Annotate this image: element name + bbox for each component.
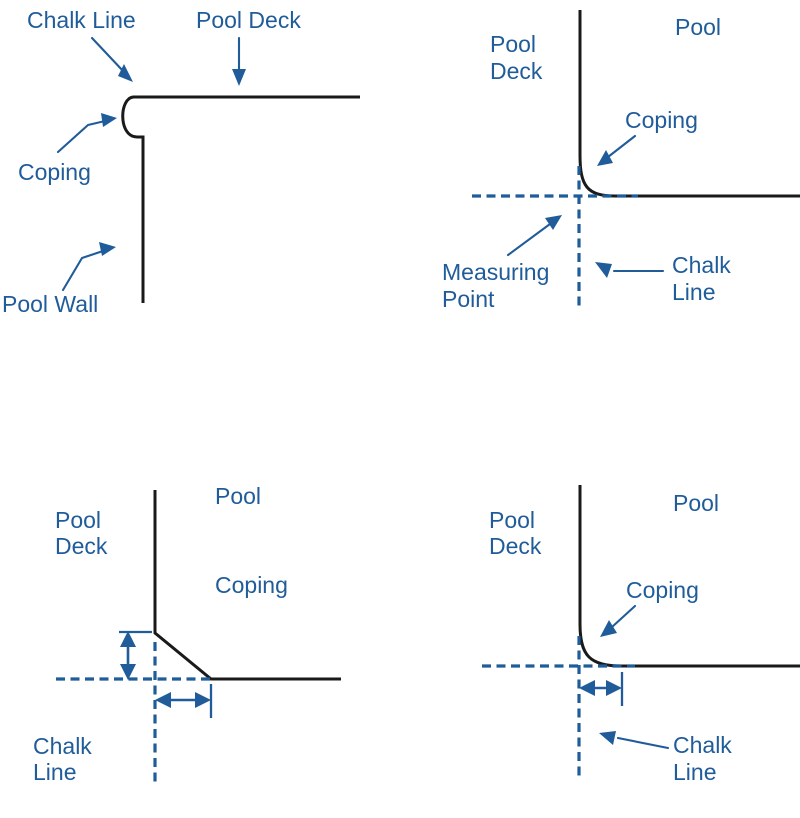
label-pool-deck-line1: Pool	[489, 507, 535, 533]
label-chalk-line-line1: Chalk	[33, 733, 92, 759]
label-pool-static: Pool	[215, 483, 261, 509]
label-pool-deck-line1: Pool	[490, 31, 536, 57]
label-measuring-point-line2: Point	[442, 286, 495, 312]
label-pool-deck: Pool Deck	[196, 7, 301, 33]
label-pool: Pool	[675, 14, 721, 40]
dimension-horizontal-offset	[579, 672, 624, 706]
label-pool-deck-line2: Deck	[489, 533, 542, 559]
panel-radius-measuring-point: Pool Deck Pool Coping Measuring Point Ch…	[442, 10, 800, 312]
label-chalk-line: Chalk Line	[27, 7, 136, 33]
panel-radius-offset: Pool Deck Pool Coping Chalk Line	[482, 485, 800, 785]
label-pool-deck-line1: Pool	[55, 507, 101, 533]
label-pool-deck-line2: Deck	[55, 533, 108, 559]
coping-leader	[56, 113, 117, 154]
coping-leader	[597, 134, 637, 166]
label-chalk-line-line2: Line	[673, 759, 716, 785]
label-pool-wall: Pool Wall	[2, 291, 98, 317]
label-chalk-line-line2: Line	[33, 759, 76, 785]
chalk-line-leader	[599, 731, 670, 750]
pool-wall-leader	[61, 242, 116, 292]
deck-and-coping-outline	[121, 95, 360, 303]
dimension-vertical-drop	[119, 630, 152, 680]
dimension-horizontal-offset	[155, 684, 213, 718]
measuring-point-leader	[506, 215, 562, 257]
label-coping: Coping	[215, 572, 288, 598]
chalk-line-leader	[595, 262, 665, 278]
pool-deck-leader	[232, 36, 246, 86]
label-pool-deck-line2: Deck	[490, 58, 543, 84]
label-chalk-line-line1: Chalk	[672, 252, 731, 278]
coping-leader	[600, 604, 637, 637]
panel-bullnose-profile: Chalk Line Pool Deck Coping Pool Wall	[2, 7, 360, 317]
label-measuring-point-line1: Measuring	[442, 259, 549, 285]
coping-chamfer-outline	[153, 490, 341, 681]
label-chalk-line-line2: Line	[672, 279, 715, 305]
label-coping: Coping	[626, 577, 699, 603]
chalk-line-leader	[90, 36, 133, 82]
label-pool: Pool	[673, 490, 719, 516]
panel-chamfer-offset: Pool Deck Pool Coping Chalk Line	[33, 483, 341, 787]
label-coping: Coping	[18, 159, 91, 185]
coping-radius-outline	[578, 10, 800, 198]
label-chalk-line-line1: Chalk	[673, 732, 732, 758]
label-coping: Coping	[625, 107, 698, 133]
